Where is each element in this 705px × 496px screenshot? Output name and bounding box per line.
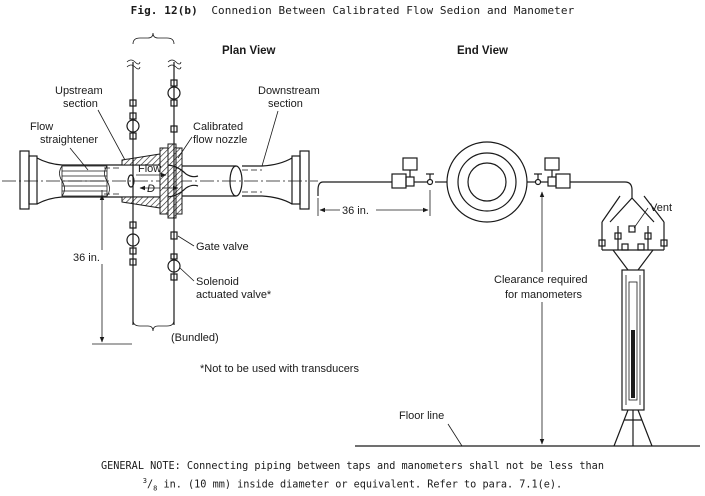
- calibrated-label-1: Calibrated: [193, 121, 243, 133]
- solenoid-valve-icon: [167, 259, 181, 273]
- general-note-suffix: in. (10 mm) inside diameter or equivalen…: [157, 479, 563, 491]
- clearance-label-2: for manometers: [505, 289, 583, 301]
- flow-label: Flow: [138, 163, 161, 175]
- dim-36-end-label: 36 in.: [342, 205, 369, 217]
- plan-view: Plan View: [2, 32, 359, 375]
- figure-title: Fig. 12(b) Connedion Between Calibrated …: [0, 4, 705, 17]
- general-note: GENERAL NOTE: Connecting piping between …: [0, 459, 705, 496]
- flow-straightener: [59, 165, 110, 197]
- diameter-label: D: [147, 183, 155, 195]
- fraction-numerator: 3: [142, 477, 148, 485]
- manometer-valves: [598, 222, 668, 271]
- plan-view-heading: Plan View: [222, 45, 276, 57]
- pipe-outer-circle: [446, 141, 528, 223]
- floor-line-label: Floor line: [399, 410, 444, 422]
- end-left-valves: [391, 157, 434, 189]
- bundled-label: (Bundled): [171, 332, 219, 344]
- general-note-line-2: 3/8 in. (10 mm) inside diameter or equiv…: [142, 477, 563, 493]
- downstream-label-2: section: [268, 98, 303, 110]
- gate-valve-label: Gate valve: [196, 241, 249, 253]
- bottom-brace: [132, 319, 175, 332]
- fraction-denominator: 8: [153, 484, 158, 493]
- clearance-label-1: Clearance required: [494, 274, 588, 286]
- gate-valve-icon: [170, 231, 178, 240]
- upstream-wall-bottom: [121, 196, 161, 209]
- solenoid-label-1: Solenoid: [196, 276, 239, 288]
- upstream-valves-top: [126, 99, 140, 140]
- nozzle-flange-left: [159, 147, 169, 215]
- upstream-tap: [127, 174, 135, 188]
- downstream-valves-top: [167, 79, 181, 133]
- figure-caption: Connedion Between Calibrated Flow Sedion…: [211, 4, 575, 17]
- vent-label: Vent: [650, 202, 672, 214]
- nozzle-flange-right: [175, 147, 183, 215]
- downstream-label-1: Downstream: [258, 85, 320, 97]
- figure-number: Fig. 12(b): [130, 4, 198, 17]
- upstream-label-2: section: [63, 98, 98, 110]
- dim-36-plan-label: 36 in.: [73, 252, 100, 264]
- calibrated-label-2: flow nozzle: [193, 134, 247, 146]
- end-view: End View: [317, 45, 700, 447]
- nozzle-flange-center: [167, 143, 177, 219]
- general-note-line-1: GENERAL NOTE: Connecting piping between …: [101, 461, 604, 472]
- end-right-valves: [527, 157, 625, 189]
- inlet-flange: [19, 150, 104, 210]
- upstream-valves-bottom: [126, 221, 140, 266]
- flow-straightener-label-1: Flow: [30, 121, 53, 133]
- manometer: [613, 269, 653, 447]
- manometer-fluid: [631, 330, 635, 398]
- solenoid-label-2: actuated valve*: [196, 289, 272, 301]
- upstream-label-1: Upstream: [55, 85, 103, 97]
- footnote: *Not to be used with transducers: [200, 363, 359, 375]
- top-brace: [132, 32, 175, 45]
- outlet-flange: [261, 150, 310, 210]
- downstream-valves-bottom: [167, 231, 181, 281]
- flow-straightener-label-2: straightener: [40, 134, 98, 146]
- end-view-heading: End View: [457, 45, 508, 57]
